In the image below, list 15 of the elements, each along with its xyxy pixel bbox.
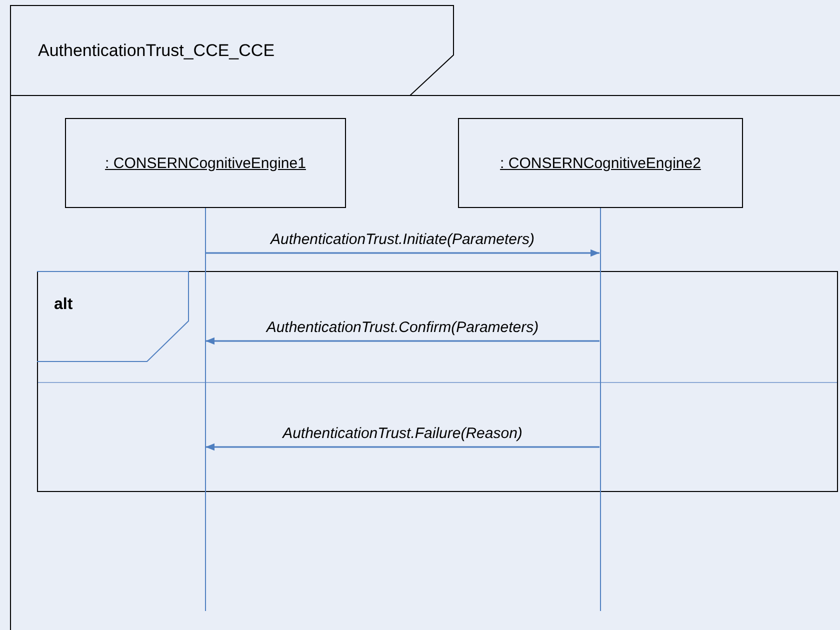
message-label: AuthenticationTrust.Initiate(Parameters)	[270, 231, 534, 248]
diagram-frame	[10, 5, 840, 630]
message-label: AuthenticationTrust.Confirm(Parameters)	[266, 319, 539, 336]
fragment-operator-tab	[37, 271, 189, 362]
lifeline-name: : CONSERNCognitiveEngine1	[105, 154, 306, 172]
fragment-operator: alt	[54, 296, 73, 314]
message-label: AuthenticationTrust.Failure(Reason)	[282, 425, 522, 442]
message-arrow	[206, 249, 600, 257]
message-arrow	[206, 337, 600, 345]
lifeline-head-box	[65, 118, 346, 208]
frame-title: AuthenticationTrust_CCE_CCE	[38, 41, 275, 61]
message-arrow	[206, 443, 600, 451]
lifeline	[204, 208, 206, 611]
lifeline-head-box	[458, 118, 743, 208]
lifeline-name: : CONSERNCognitiveEngine2	[500, 154, 701, 172]
